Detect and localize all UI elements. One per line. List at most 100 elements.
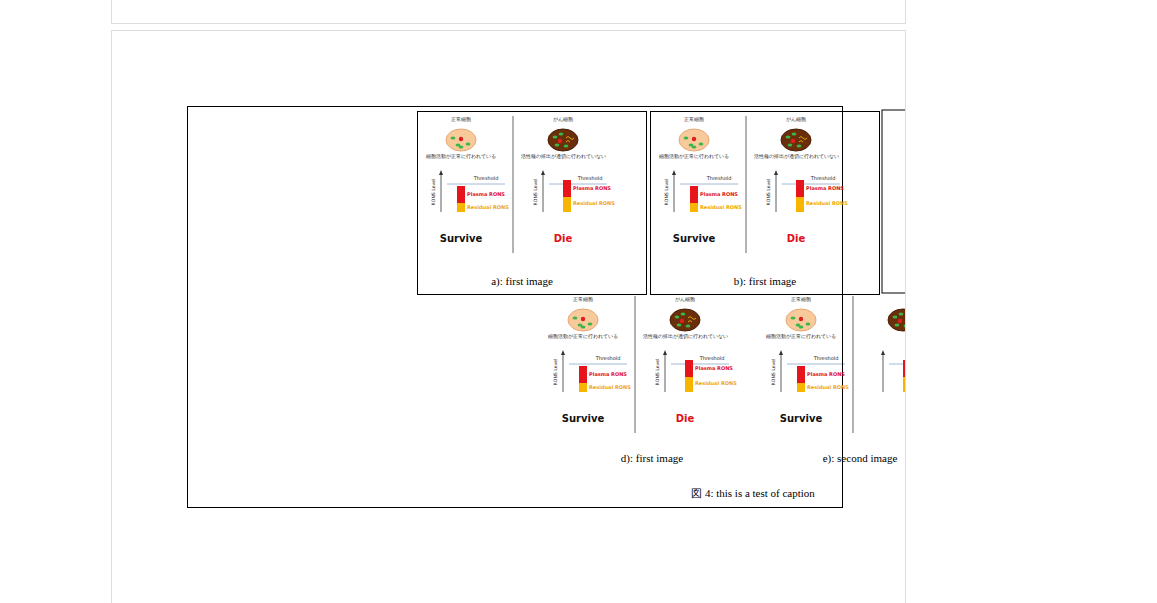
outcome-label: Die bbox=[554, 234, 573, 244]
plasma-label: Plasma RONS bbox=[467, 192, 505, 197]
divider-line bbox=[513, 116, 514, 253]
organelle-dot bbox=[895, 323, 900, 326]
residual-label: Residual RONS bbox=[467, 205, 509, 210]
nucleus-dot bbox=[680, 319, 684, 323]
organelle-dot bbox=[788, 143, 793, 146]
residual-label: Residual RONS bbox=[807, 385, 849, 390]
organelle-dot bbox=[786, 135, 791, 138]
threshold-label: Threshold bbox=[596, 356, 621, 361]
plasma-bar bbox=[903, 360, 905, 377]
threshold-label: Threshold bbox=[707, 176, 732, 181]
axis-arrow bbox=[439, 170, 443, 175]
organelle-dot bbox=[559, 132, 564, 135]
residual-bar bbox=[797, 383, 805, 392]
axis-label: RONS Level bbox=[656, 359, 661, 386]
figure-image bbox=[672, 116, 840, 253]
nucleus-dot bbox=[459, 137, 463, 141]
residual-label: Residual RONS bbox=[806, 201, 848, 206]
organelle-dot bbox=[466, 142, 471, 145]
axis-arrow bbox=[663, 350, 667, 355]
nucleus-dot bbox=[692, 137, 696, 141]
axis-line bbox=[883, 353, 884, 392]
top-panel bbox=[111, 0, 906, 24]
residual-label: Residual RONS bbox=[573, 201, 615, 206]
axis-arrow bbox=[881, 350, 885, 355]
cell-type-label: 正常細胞 bbox=[684, 118, 704, 123]
divider-line bbox=[746, 116, 747, 253]
organelle-dot bbox=[451, 136, 456, 139]
plasma-bar bbox=[797, 366, 805, 383]
axis-line bbox=[543, 173, 544, 212]
cell-icon bbox=[888, 309, 905, 331]
nucleus-dot bbox=[799, 317, 803, 321]
plasma-label: Plasma RONS bbox=[700, 192, 738, 197]
cell-state-label: 細胞活動が正常に行われている bbox=[659, 155, 729, 160]
subfigure-caption: e): second image bbox=[823, 453, 898, 464]
ros-squiggle bbox=[566, 137, 574, 143]
organelle-dot bbox=[564, 144, 569, 147]
organelle-dot bbox=[689, 143, 694, 146]
threshold-line bbox=[671, 364, 729, 365]
cell-state-label: 活性種の排出が適切に行われていない bbox=[643, 335, 728, 340]
organelle-dot bbox=[588, 322, 593, 325]
residual-bar bbox=[903, 377, 905, 392]
threshold-label: Threshold bbox=[700, 356, 725, 361]
cell-type-label: 正常細胞 bbox=[451, 118, 471, 123]
axis-label: RONS Level bbox=[665, 179, 670, 206]
axis-arrow bbox=[774, 170, 778, 175]
plasma-bar bbox=[457, 186, 465, 203]
axis-line bbox=[776, 173, 777, 212]
cell-state-label: 細胞活動が正常に行われている bbox=[766, 335, 836, 340]
cell-type-label: がん細胞 bbox=[553, 118, 573, 123]
threshold-line bbox=[569, 364, 627, 365]
organelle-dot bbox=[792, 132, 797, 135]
cell-icon bbox=[679, 129, 709, 151]
subfigure-caption: d): first image bbox=[621, 453, 683, 464]
subfigure-caption: a): first image bbox=[491, 275, 553, 287]
organelle-dot bbox=[677, 323, 682, 326]
residual-bar bbox=[579, 383, 587, 392]
plasma-bar bbox=[796, 180, 804, 197]
divider-line bbox=[635, 296, 636, 433]
organelle-dot bbox=[797, 144, 802, 147]
cell-icon bbox=[670, 309, 700, 331]
plasma-label: Plasma RONS bbox=[695, 366, 733, 371]
nucleus-dot bbox=[581, 317, 585, 321]
axis-label: RONS Level bbox=[772, 359, 777, 386]
organelle-dot bbox=[578, 323, 583, 326]
threshold-line bbox=[549, 184, 607, 185]
threshold-line bbox=[782, 184, 840, 185]
cell-icon bbox=[548, 129, 578, 151]
organelle-dot bbox=[686, 324, 691, 327]
divider-line bbox=[853, 296, 854, 433]
organelle-dot bbox=[904, 324, 905, 327]
axis-label: RONS Level bbox=[432, 179, 437, 206]
organelle-dot bbox=[796, 323, 801, 326]
axis-arrow bbox=[561, 350, 565, 355]
cell-state-label: 細胞活動が正常に行われている bbox=[426, 155, 496, 160]
cell-icon bbox=[781, 129, 811, 151]
organelle-dot bbox=[899, 312, 904, 315]
figure-image bbox=[779, 296, 905, 433]
plasma-bar bbox=[685, 360, 693, 377]
threshold-label: Threshold bbox=[578, 176, 603, 181]
subfigure-caption: b): first image bbox=[734, 275, 796, 287]
organelle-dot bbox=[893, 315, 898, 318]
cell-type-label: がん細胞 bbox=[675, 298, 695, 303]
threshold-label: Threshold bbox=[811, 176, 836, 181]
plasma-bar bbox=[563, 180, 571, 197]
content-panel: 図 4: this is a test of captiona): first … bbox=[111, 30, 906, 603]
cell-state-label: 活性種の排出が適切に行われていない bbox=[754, 155, 839, 160]
organelle-dot bbox=[791, 316, 796, 319]
cell-type-label: 正常細胞 bbox=[791, 298, 811, 303]
figure-image bbox=[561, 296, 729, 433]
cell-icon bbox=[568, 309, 598, 331]
figure-frame: 図 4: this is a test of captiona): first … bbox=[187, 106, 843, 508]
cell-type-label: がん細胞 bbox=[786, 118, 806, 123]
axis-line bbox=[563, 353, 564, 392]
cell-state-label: 活性種の排出が適切に行われていない bbox=[521, 155, 606, 160]
outcome-label: Die bbox=[676, 414, 695, 424]
ros-squiggle bbox=[799, 137, 807, 143]
threshold-line bbox=[680, 184, 738, 185]
threshold-label: Threshold bbox=[814, 356, 839, 361]
